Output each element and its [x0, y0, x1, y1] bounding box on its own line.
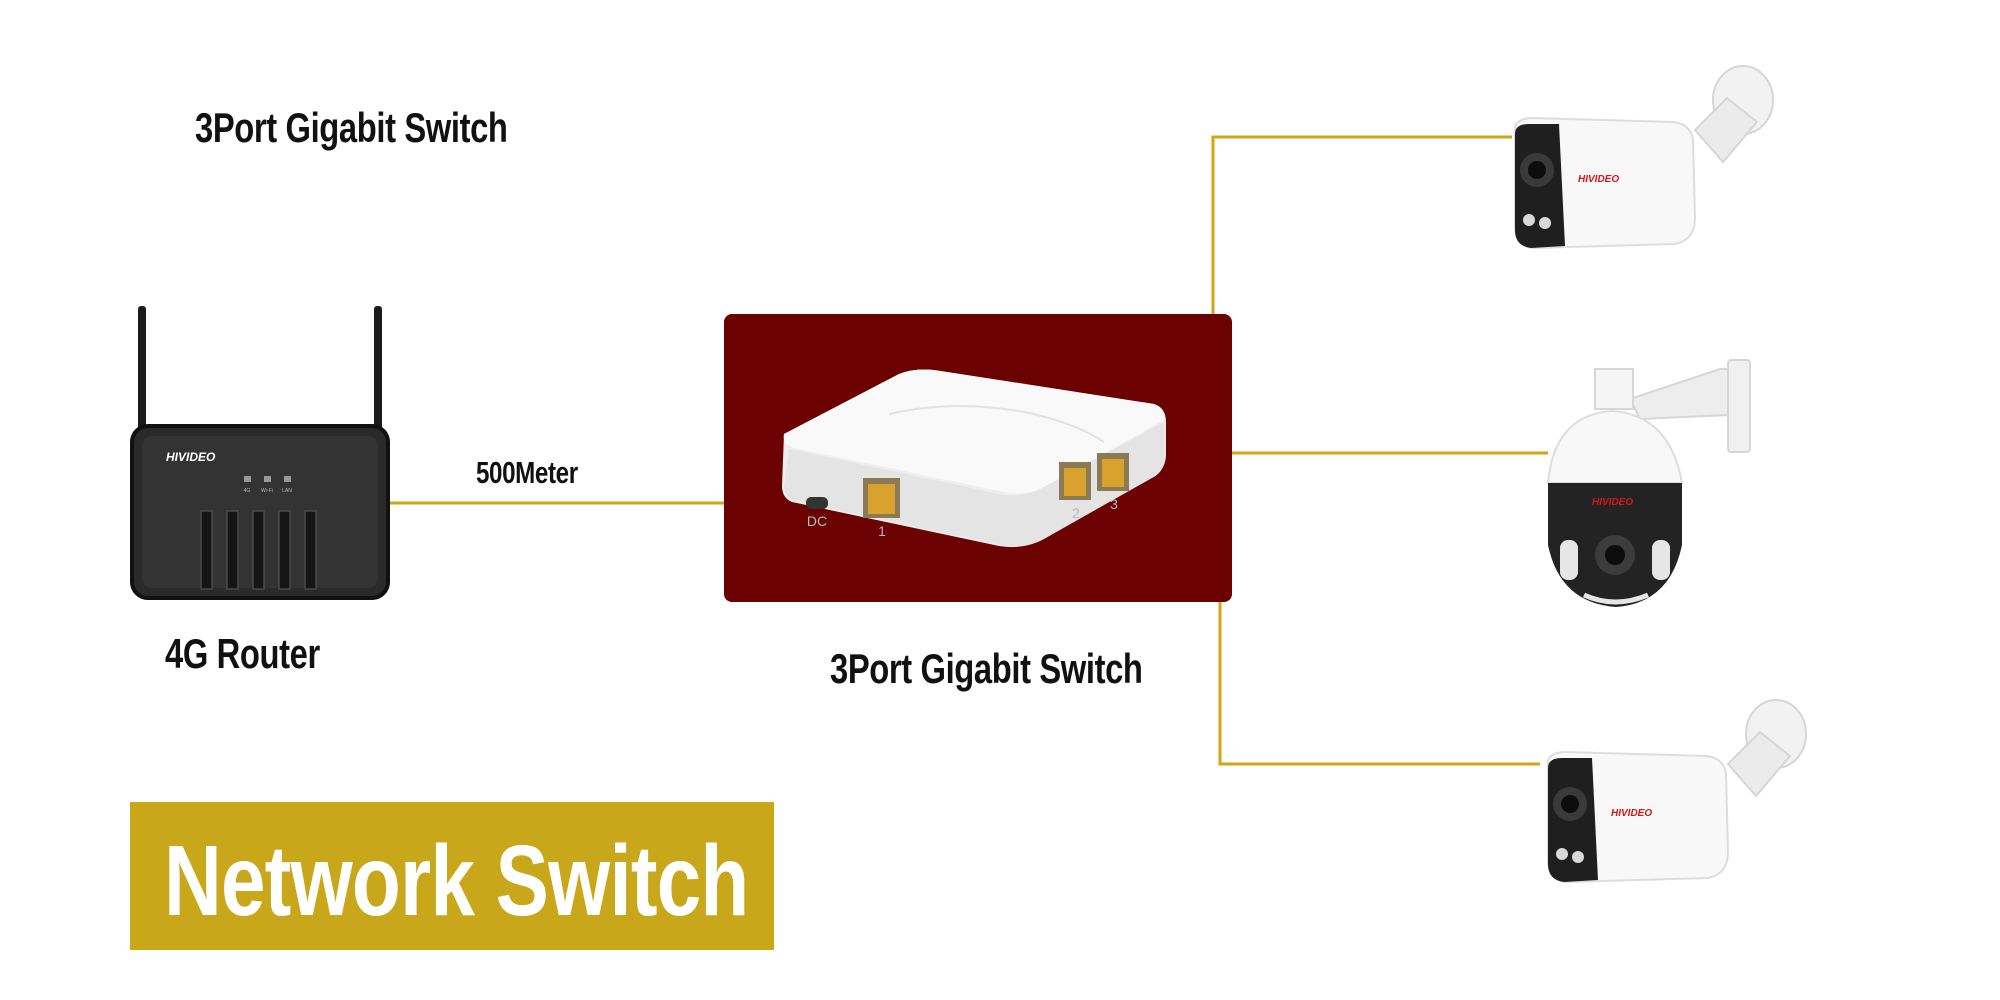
camera-1-brand: HIVIDEO	[1578, 174, 1619, 185]
switch-device: DC 1 2 3	[782, 369, 1166, 548]
network-switch-banner: Network Switch	[130, 802, 774, 950]
router-indicator-lan: LAN	[282, 488, 292, 494]
router-brand: HIVIDEO	[166, 450, 216, 464]
ptz-camera: HIVIDEO	[1546, 359, 1751, 607]
power-port-label: DC	[807, 513, 827, 529]
switch-label: 3Port Gigabit Switch	[830, 645, 1143, 692]
router-antenna-left	[138, 306, 146, 446]
switch-port-2-label: 2	[1072, 505, 1080, 521]
switch-to-camera-1-line	[1211, 135, 1512, 314]
router-indicator-wifi: Wi-Fi	[261, 488, 273, 494]
switch-port-3-label: 3	[1110, 496, 1118, 512]
bullet-camera-1: HIVIDEO	[1514, 65, 1774, 250]
camera-2-brand: HIVIDEO	[1592, 497, 1633, 508]
router-device: HIVIDEO 4G Wi-Fi LAN	[130, 306, 390, 600]
router-antenna-right	[374, 306, 382, 446]
router-label: 4G Router	[165, 630, 320, 677]
power-port	[806, 497, 828, 509]
bullet-camera-3: HIVIDEO	[1547, 699, 1807, 884]
distance-label: 500Meter	[476, 455, 578, 490]
switch-port-1-label: 1	[878, 523, 886, 539]
page-title: 3Port Gigabit Switch	[195, 104, 508, 151]
router-indicator-4g: 4G	[244, 488, 251, 494]
switch-to-camera-3-line	[1218, 602, 1540, 766]
banner-text: Network Switch	[164, 825, 749, 937]
camera-3-brand: HIVIDEO	[1611, 808, 1652, 819]
